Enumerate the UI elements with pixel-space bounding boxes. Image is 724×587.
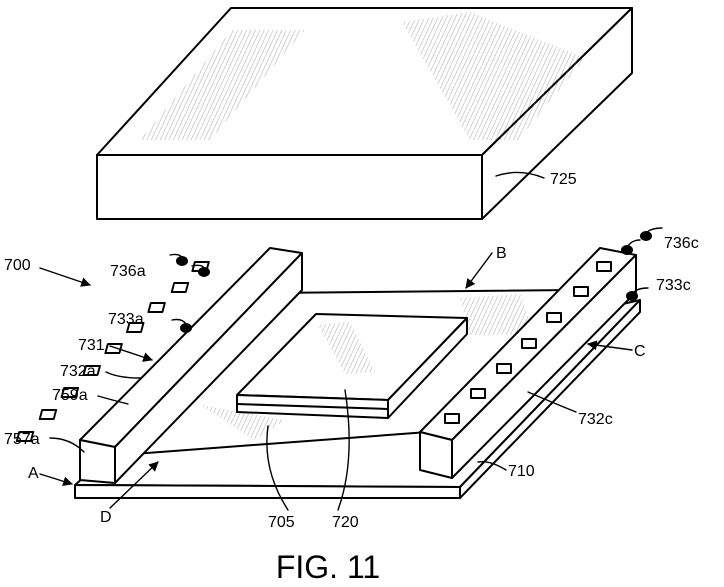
reference-labels: 725 700 736a 733a 731 732a 759a 757a A D… <box>4 171 699 531</box>
label-733a: 733a <box>108 311 144 328</box>
label-710: 710 <box>508 463 535 480</box>
right-rail-slots <box>444 261 612 424</box>
left-rail-731 <box>15 247 303 484</box>
label-705: 705 <box>268 514 295 531</box>
label-757a: 757a <box>4 431 40 448</box>
lid-725 <box>96 7 633 220</box>
label-736a: 736a <box>110 263 146 280</box>
label-732a: 732a <box>60 363 96 380</box>
label-736c: 736c <box>664 235 699 252</box>
label-D: D <box>100 509 112 526</box>
label-733c: 733c <box>656 277 691 294</box>
left-rail-slots <box>15 261 210 442</box>
label-732c: 732c <box>578 411 613 428</box>
label-A: A <box>28 465 39 482</box>
label-731: 731 <box>78 337 105 354</box>
right-rail-732c <box>419 247 637 479</box>
droplets <box>169 227 663 333</box>
figure-caption: FIG. 11 <box>276 549 380 585</box>
label-C: C <box>634 343 646 360</box>
chip-720 <box>236 313 468 419</box>
label-759a: 759a <box>52 387 88 404</box>
leader-lines <box>39 171 633 511</box>
label-700: 700 <box>4 257 31 274</box>
label-720: 720 <box>332 514 359 531</box>
label-B: B <box>496 245 507 262</box>
label-725: 725 <box>550 171 577 188</box>
